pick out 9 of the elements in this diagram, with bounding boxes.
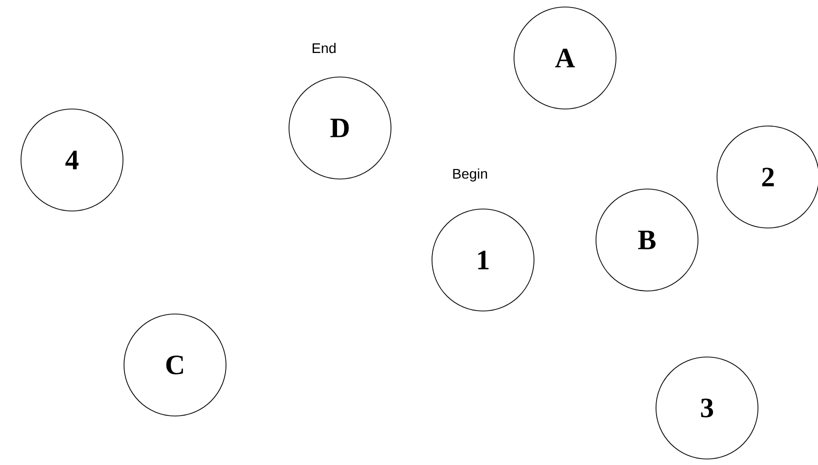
circle-node: A: [514, 6, 616, 110]
node-caption: Begin: [453, 168, 487, 182]
node-caption: End: [312, 42, 336, 54]
circle-node: D: [288, 76, 392, 180]
circle-node: B: [596, 188, 698, 292]
circle-node: 3: [656, 356, 758, 460]
circle-node: 1: [432, 208, 534, 312]
circle-node: C: [124, 314, 226, 416]
circle-node: 4: [20, 108, 124, 212]
